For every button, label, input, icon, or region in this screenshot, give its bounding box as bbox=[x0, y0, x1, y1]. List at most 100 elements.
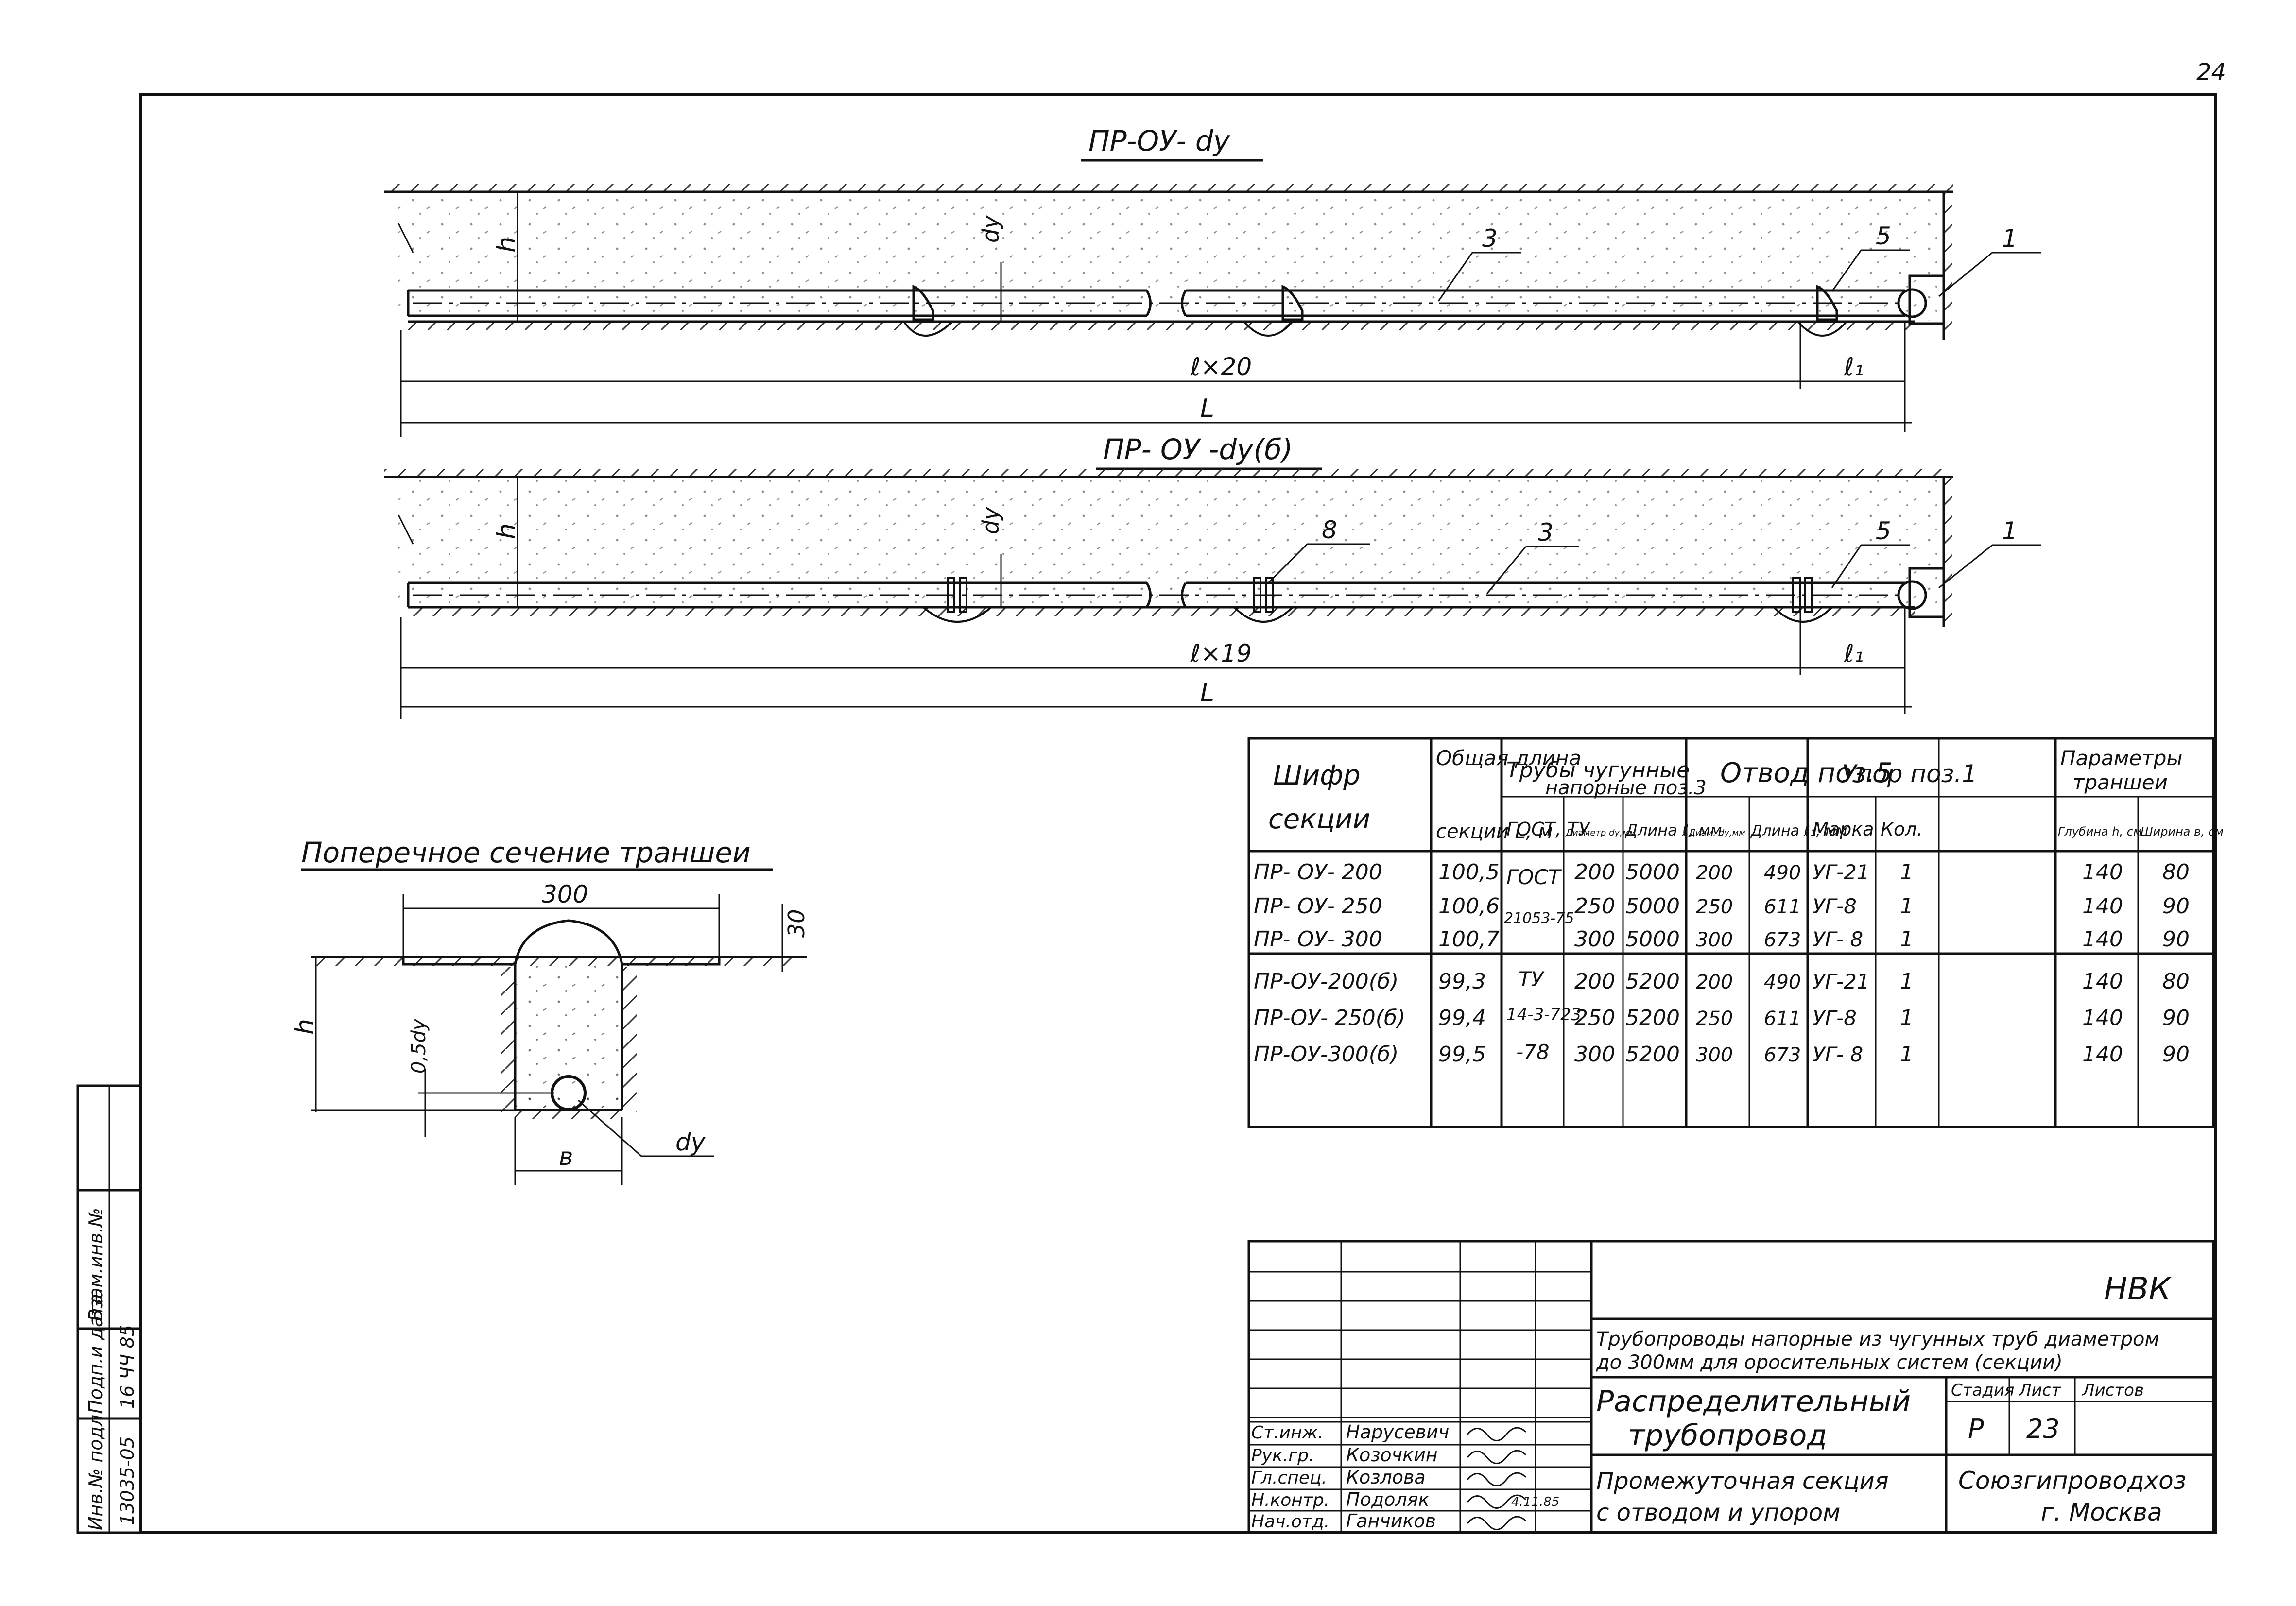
spec-cell-d: 250 bbox=[1574, 894, 1615, 919]
staff-rows: Ст.инж.НарусевичРук.гр.КозочкинГл.спец.К… bbox=[1251, 1421, 1527, 1532]
hdr-branch: Отвод поз.5 bbox=[1720, 757, 1893, 789]
hdr-diam: Диаметр dу,мм bbox=[1565, 828, 1636, 838]
staff-role: Н.контр. bbox=[1251, 1490, 1329, 1510]
drawing-desc-1: Промежуточная секция bbox=[1596, 1468, 1889, 1495]
hdr-gost: ГОСТ, ТУ bbox=[1506, 819, 1591, 840]
staff-role: Нач.отд. bbox=[1251, 1512, 1329, 1532]
spec-cell-bl: 673 bbox=[1764, 1044, 1801, 1066]
spec-cell-len: 5200 bbox=[1625, 1006, 1680, 1030]
hdr-total-len-2: секции L, м bbox=[1436, 820, 1553, 843]
cross-section-label-h: h bbox=[291, 1019, 320, 1035]
drawing1-label-dy: dу bbox=[978, 215, 1004, 243]
drawing2-title: ПР- ОУ -dу(б) bbox=[1103, 433, 1293, 466]
spec-cell-bl: 490 bbox=[1764, 971, 1801, 993]
sheet-value: 23 bbox=[2026, 1414, 2060, 1444]
spec-cell-code: ПР-ОУ-200(б) bbox=[1254, 969, 1398, 994]
drawing2-label-h: h bbox=[492, 523, 521, 539]
hdr-code-1: Шифр bbox=[1273, 760, 1361, 791]
drawing1-callout-3: 3 bbox=[1482, 224, 1498, 253]
hdr-pipes-2: напорные поз.3 bbox=[1545, 777, 1707, 799]
trench-cross-section: Поперечное сечение траншеи 300 30 h 0,5d… bbox=[291, 836, 810, 1185]
spec-cell-mark: УГ- 8 bbox=[1813, 927, 1863, 951]
drawing1-dim-l1: ℓ₁ bbox=[1844, 353, 1864, 381]
side-stamp: Инв.№ подл. 13035-05 Подп.и дата 16 ЧЧ 8… bbox=[76, 1084, 142, 1534]
sheet-frame bbox=[139, 93, 2217, 1534]
spec-cell-h: 140 bbox=[2082, 969, 2123, 994]
cross-section-dim-top: 30 bbox=[783, 909, 810, 938]
sheets-label: Листов bbox=[2081, 1381, 2144, 1400]
staff-name: Козочкин bbox=[1346, 1444, 1438, 1466]
spec-cell-bd: 200 bbox=[1696, 862, 1733, 884]
hdr-mark: Марка bbox=[1813, 819, 1874, 840]
hdr-qty: Кол. bbox=[1881, 819, 1923, 840]
spec-cell-len: 5000 bbox=[1625, 927, 1680, 952]
side-sign-label: Подп.и дата bbox=[85, 1294, 106, 1414]
gost-group2-1: ТУ bbox=[1519, 967, 1545, 991]
spec-cell-len: 5200 bbox=[1625, 1042, 1680, 1067]
drawing2-dim-l1: ℓ₁ bbox=[1844, 639, 1864, 667]
org-code: НВК bbox=[2104, 1271, 2172, 1307]
spec-cell-mark: УГ-8 bbox=[1813, 1006, 1857, 1030]
staff-name: Нарусевич bbox=[1346, 1421, 1449, 1443]
staff-name: Подоляк bbox=[1346, 1489, 1429, 1510]
drawing1-callout-1: 1 bbox=[2002, 224, 2018, 253]
staff-role: Ст.инж. bbox=[1251, 1423, 1323, 1443]
stage-value: Р bbox=[1968, 1414, 1984, 1444]
spec-cell-bd: 200 bbox=[1696, 971, 1733, 993]
spec-cell-qty: 1 bbox=[1900, 927, 1914, 952]
spec-cell-bl: 611 bbox=[1764, 1008, 1801, 1030]
side-inv-value: 13035-05 bbox=[117, 1436, 138, 1525]
page-number: 24 bbox=[2196, 59, 2226, 86]
spec-cell-code: ПР-ОУ-300(б) bbox=[1254, 1042, 1398, 1067]
spec-cell-code: ПР- ОУ- 200 bbox=[1254, 860, 1382, 885]
longitudinal-view-1: ПР-ОУ- dу h bbox=[384, 124, 2041, 437]
signature-date: 4.11.85 bbox=[1511, 1495, 1559, 1509]
spec-cell-bl: 490 bbox=[1764, 862, 1801, 884]
spec-cell-L: 99,5 bbox=[1438, 1042, 1486, 1067]
spec-cell-L: 100,7 bbox=[1438, 927, 1500, 952]
spec-cell-L: 100,5 bbox=[1438, 860, 1500, 885]
gost-group1-2: 21053-75 bbox=[1504, 910, 1574, 927]
spec-cell-code: ПР- ОУ- 250 bbox=[1254, 894, 1382, 919]
gost-group2-2: 14-3-723 bbox=[1506, 1005, 1581, 1025]
spec-cell-d: 300 bbox=[1574, 927, 1615, 952]
subject-2: до 300мм для оросительных систем (секции… bbox=[1596, 1351, 2063, 1374]
hdr-len: Длина ℓ, мм bbox=[1624, 821, 1722, 839]
spec-cell-b: 90 bbox=[2162, 927, 2190, 952]
drawing2-callout-1: 1 bbox=[2002, 517, 2018, 545]
drawing-name-1: Распределительный bbox=[1596, 1384, 1911, 1418]
spec-cell-b: 80 bbox=[2162, 860, 2190, 885]
hdr-branch-diam: Диам. dу,мм bbox=[1688, 828, 1745, 838]
spec-cell-d: 300 bbox=[1574, 1042, 1615, 1067]
hdr-width: Ширина в, см bbox=[2141, 825, 2224, 838]
spec-cell-qty: 1 bbox=[1900, 1006, 1914, 1030]
spec-cell-qty: 1 bbox=[1900, 969, 1914, 994]
hdr-pipes: Трубы чугунные bbox=[1506, 758, 1690, 783]
spec-cell-code: ПР-ОУ- 250(б) bbox=[1254, 1006, 1405, 1030]
hdr-branch-len: Длина ℓ₁, мм bbox=[1750, 822, 1847, 839]
spec-cell-code: ПР- ОУ- 300 bbox=[1254, 927, 1382, 952]
side-sign-value: 16 ЧЧ 85 bbox=[117, 1325, 138, 1409]
signature bbox=[1467, 1427, 1527, 1441]
spec-cell-bd: 250 bbox=[1696, 896, 1733, 918]
spec-cell-bd: 250 bbox=[1696, 1008, 1733, 1030]
drawing2-callout-8: 8 bbox=[1322, 516, 1337, 544]
spec-cell-b: 80 bbox=[2162, 969, 2190, 994]
spec-cell-h: 140 bbox=[2082, 860, 2123, 885]
drawing2-callout-3: 3 bbox=[1538, 518, 1554, 547]
stage-label: Стадия bbox=[1951, 1381, 2014, 1400]
hdr-code-2: секции bbox=[1268, 803, 1370, 835]
subject-1: Трубопроводы напорные из чугунных труб д… bbox=[1596, 1328, 2159, 1350]
hdr-params-2: траншеи bbox=[2072, 770, 2168, 794]
spec-cell-d: 200 bbox=[1574, 860, 1615, 885]
org-name-1: Союзгипроводхоз bbox=[1958, 1467, 2186, 1495]
spec-cell-mark: УГ-21 bbox=[1813, 970, 1870, 993]
drawing1-callout-5: 5 bbox=[1876, 222, 1891, 250]
staff-name: Ганчиков bbox=[1346, 1510, 1436, 1532]
spec-cell-len: 5200 bbox=[1625, 969, 1680, 994]
spec-cell-h: 140 bbox=[2082, 1006, 2123, 1030]
spec-cell-b: 90 bbox=[2162, 1006, 2190, 1030]
spec-cell-len: 5000 bbox=[1625, 860, 1680, 885]
hdr-total-len-1: Общая длина bbox=[1436, 746, 1581, 770]
